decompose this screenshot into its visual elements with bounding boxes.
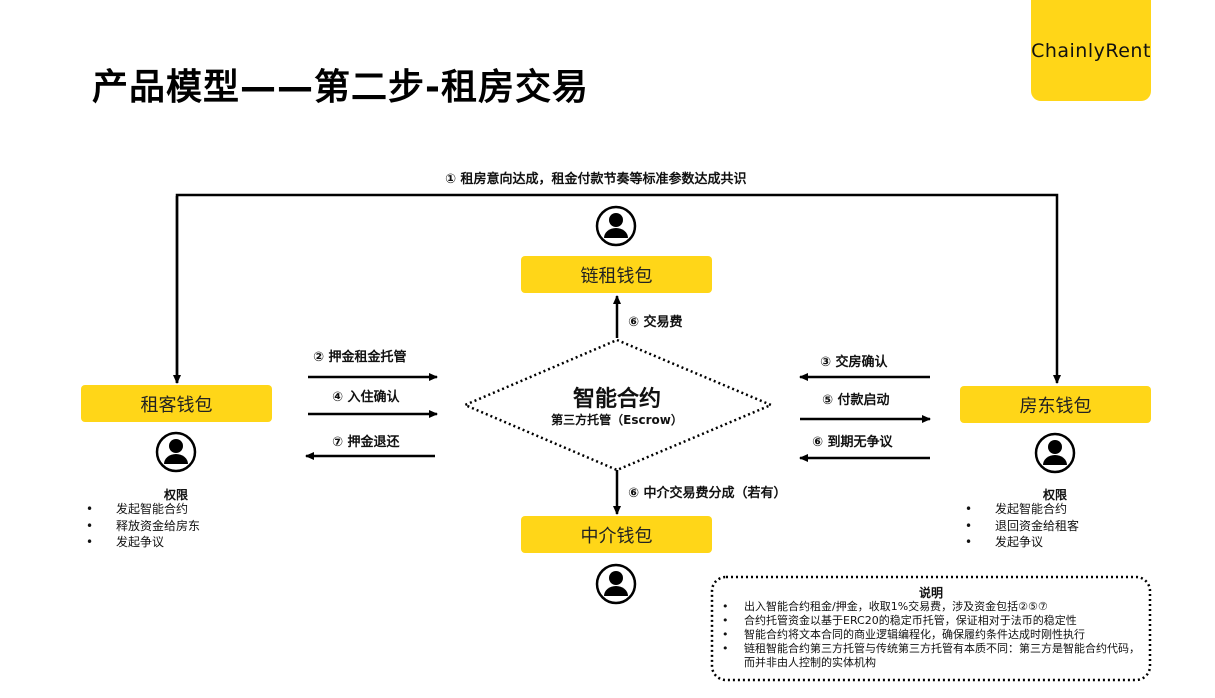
smart-contract-title: 智能合约 bbox=[572, 387, 661, 412]
landlord-permission-item: 发起智能合约 bbox=[965, 501, 1079, 518]
note-item: 智能合约将文本合同的商业逻辑编程化，确保履约条件达成时刚性执行 bbox=[722, 628, 1140, 642]
note-item: 合约托管资金以基于ERC20的稳定币托管，保证相对于法币的稳定性 bbox=[722, 614, 1140, 628]
smart-contract-subtitle: 第三方托管（Escrow） bbox=[551, 413, 683, 427]
notes-list: 出入智能合约租金/押金，收取1%交易费，涉及资金包括②⑤⑦ 合约托管资金以基于E… bbox=[722, 600, 1140, 670]
landlord-permission-item: 发起争议 bbox=[965, 534, 1079, 551]
label-step6-no-dispute: ⑥ 到期无争议 bbox=[812, 435, 893, 450]
note-item: 链租智能合约第三方托管与传统第三方托管有本质不同：第三方是智能合约代码，而并非由… bbox=[722, 642, 1140, 670]
tenant-permissions-list: 发起智能合约 释放资金给房东 发起争议 bbox=[86, 501, 200, 551]
label-step5: ⑤ 付款启动 bbox=[822, 393, 890, 408]
label-step6-fee: ⑥ 交易费 bbox=[628, 315, 683, 330]
landlord-permission-item: 退回资金给租客 bbox=[965, 518, 1079, 535]
tenant-permission-item: 释放资金给房东 bbox=[86, 518, 200, 535]
agent-user-icon bbox=[595, 563, 637, 605]
smart-contract-diamond bbox=[461, 338, 775, 472]
landlord-wallet-box: 房东钱包 bbox=[960, 386, 1151, 423]
label-step6-agent: ⑥ 中介交易费分成（若有） bbox=[628, 486, 787, 501]
note-item: 出入智能合约租金/押金，收取1%交易费，涉及资金包括②⑤⑦ bbox=[722, 600, 1140, 614]
chain-user-icon bbox=[595, 205, 637, 247]
tenant-user-icon bbox=[155, 431, 197, 473]
label-step2: ② 押金租金托管 bbox=[313, 350, 407, 365]
tenant-wallet-box: 租客钱包 bbox=[81, 385, 272, 422]
label-step3: ③ 交房确认 bbox=[820, 355, 888, 370]
tenant-permission-item: 发起智能合约 bbox=[86, 501, 200, 518]
landlord-user-icon bbox=[1034, 432, 1076, 474]
page-title: 产品模型——第二步-租房交易 bbox=[92, 67, 589, 108]
label-step7: ⑦ 押金退还 bbox=[332, 435, 400, 450]
notes-title: 说明 bbox=[918, 586, 943, 600]
landlord-permissions-title: 权限 bbox=[1042, 488, 1067, 502]
chain-wallet-box: 链租钱包 bbox=[521, 256, 712, 293]
tenant-permissions-title: 权限 bbox=[163, 488, 188, 502]
agent-wallet-box: 中介钱包 bbox=[521, 516, 712, 553]
label-step4: ④ 入住确认 bbox=[332, 390, 400, 405]
landlord-permissions-list: 发起智能合约 退回资金给租客 发起争议 bbox=[965, 501, 1079, 551]
brand-logo: ChainlyRent bbox=[1031, 0, 1151, 101]
tenant-permission-item: 发起争议 bbox=[86, 534, 200, 551]
label-step1: ① 租房意向达成，租金付款节奏等标准参数达成共识 bbox=[445, 172, 747, 187]
